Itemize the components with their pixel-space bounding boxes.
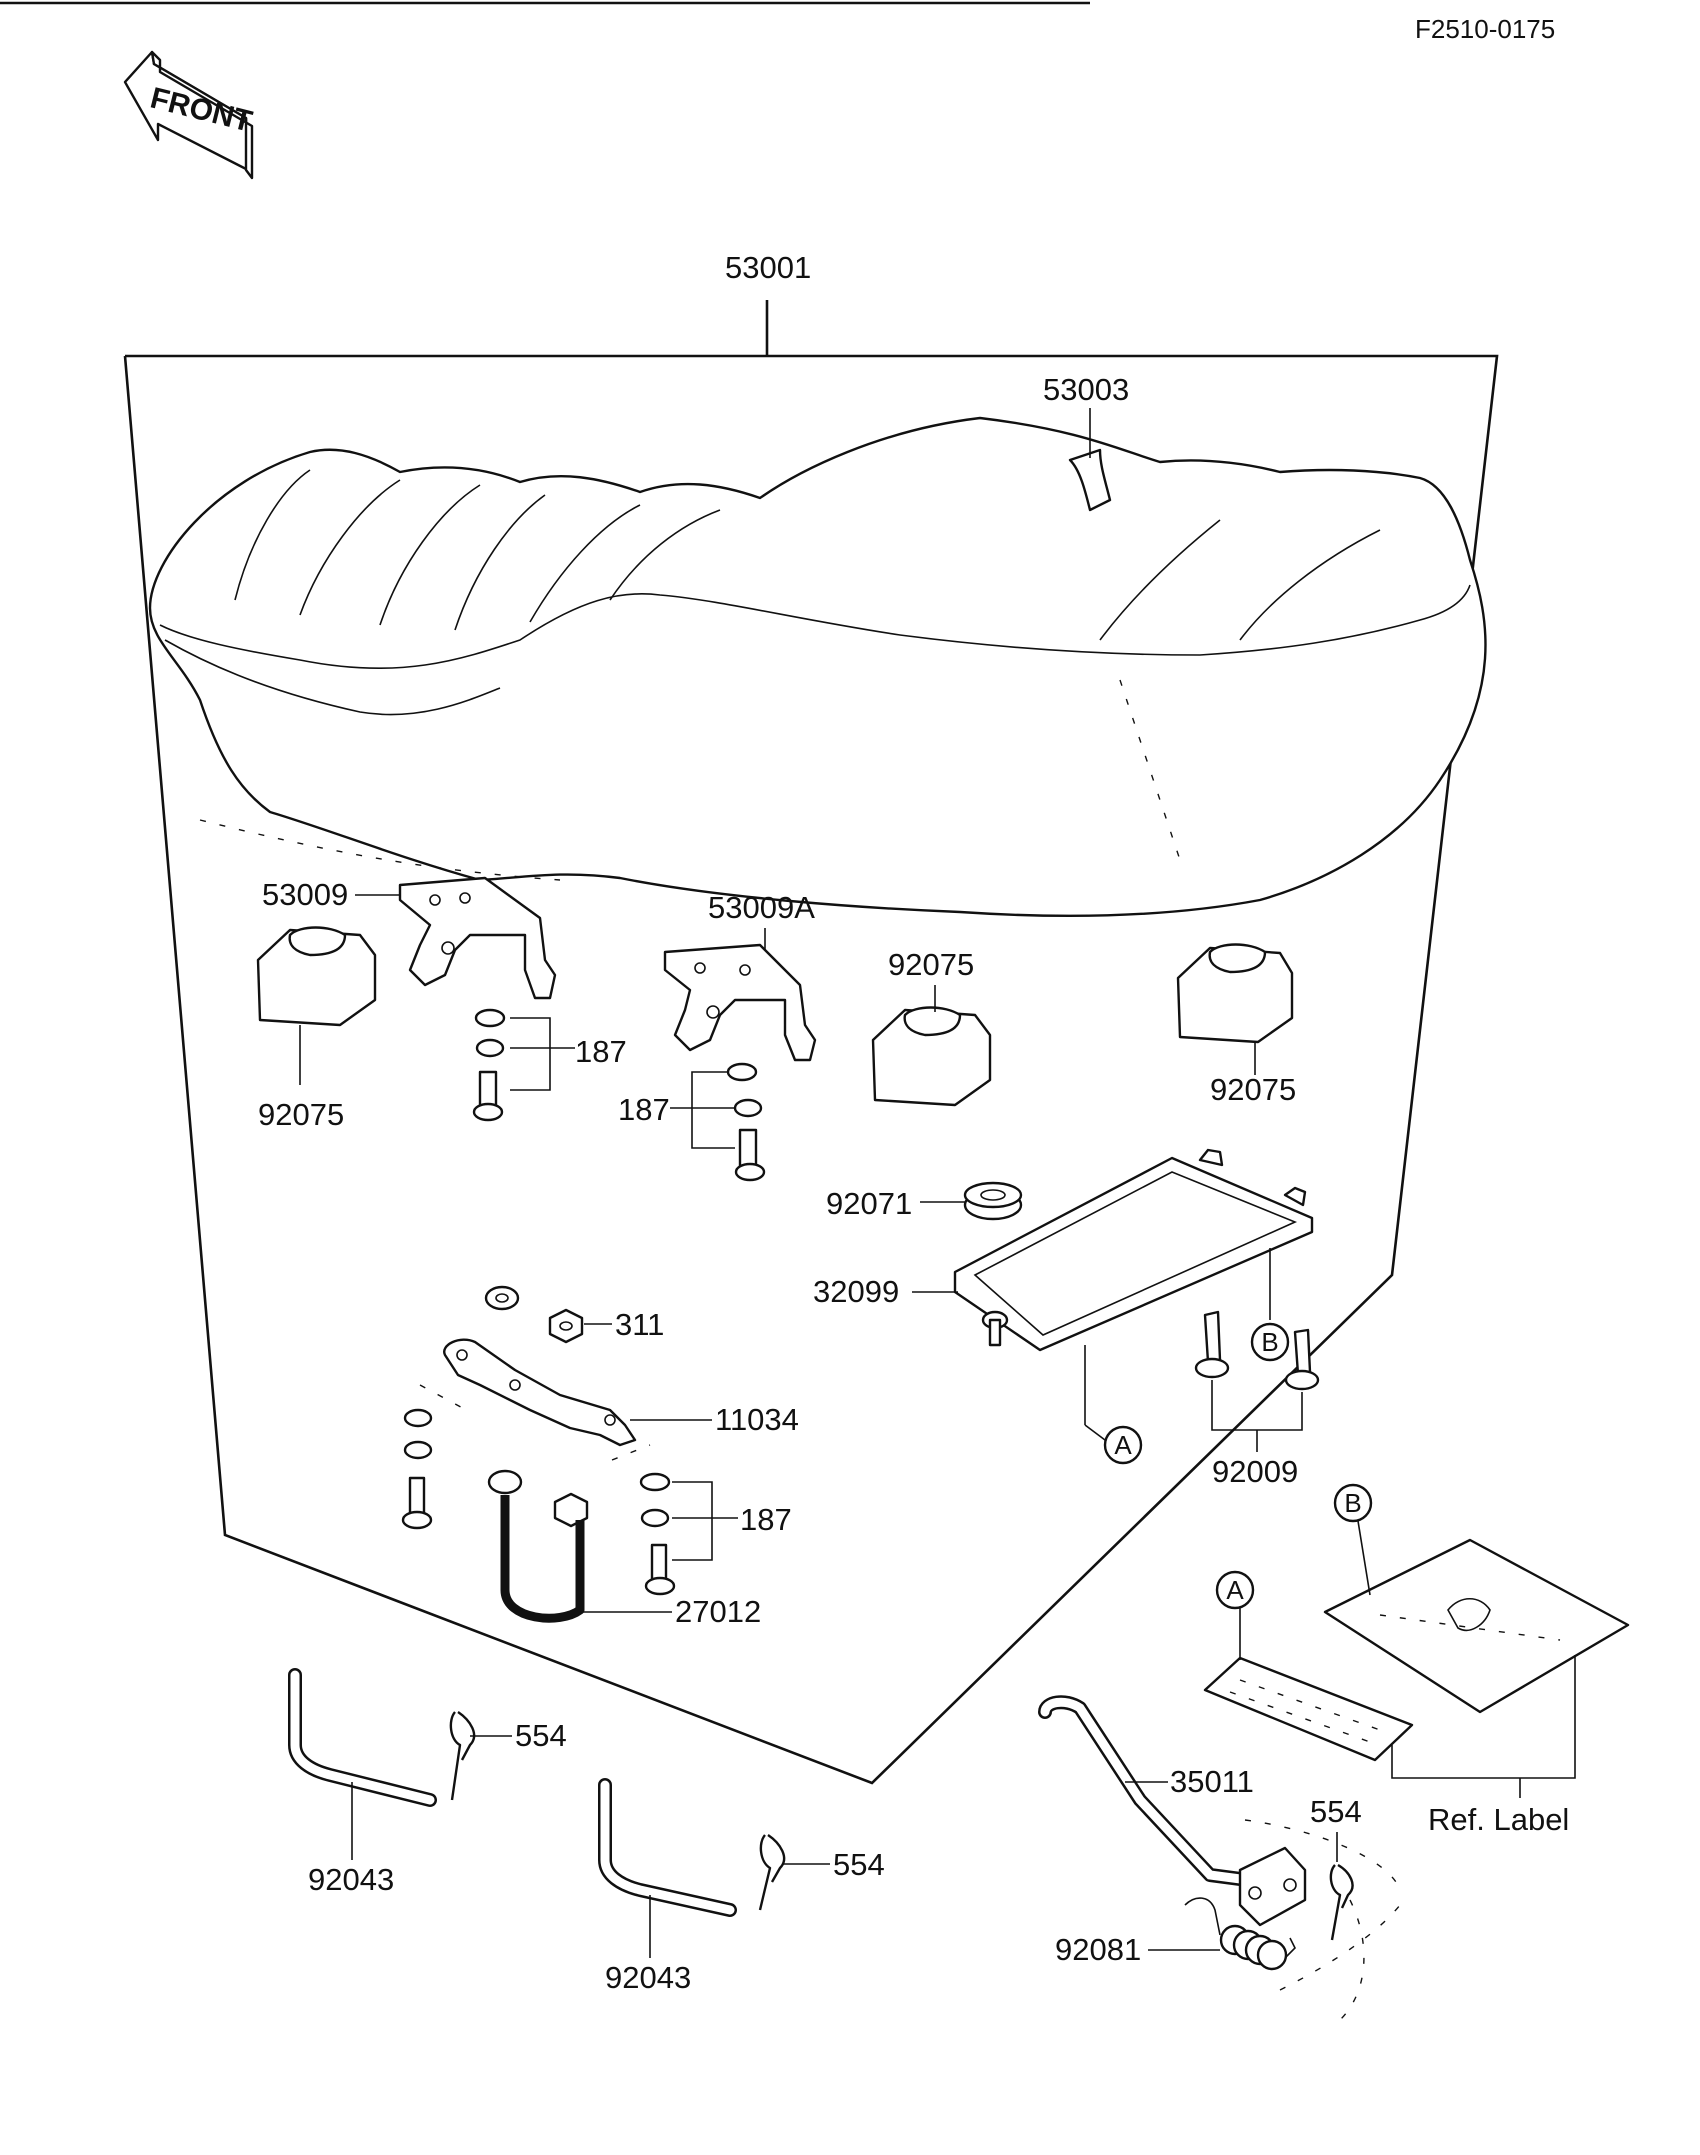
clip-right	[1329, 1863, 1354, 1941]
label-bracket-right: 53009A	[708, 890, 815, 925]
tray	[953, 1148, 1314, 1352]
label-nut: 311	[615, 1307, 664, 1342]
label-damper-right: 92075	[1210, 1072, 1296, 1107]
label-clip-1: 554	[515, 1718, 567, 1753]
label-spring: 92081	[1055, 1932, 1141, 1967]
label-u-bolt: 27012	[675, 1594, 761, 1629]
callout-b2-letter: B	[1344, 1488, 1361, 1518]
label-lever: 35011	[1170, 1764, 1254, 1799]
label-grommet: 92071	[826, 1186, 912, 1221]
assembly-outline	[123, 354, 1499, 1785]
clip-middle	[758, 1834, 786, 1911]
lever-inner	[1040, 1697, 1253, 1885]
u-bolt	[500, 1495, 585, 1623]
damper-middle	[871, 1006, 992, 1107]
drawing-code: F2510-0175	[1415, 14, 1555, 44]
bracket-187-left	[510, 1017, 551, 1091]
damper-right	[1176, 943, 1294, 1044]
bracket-187-lower	[672, 1481, 713, 1561]
label-washer-set-1: 187	[575, 1034, 627, 1069]
ref-label-b-sheet	[1323, 1538, 1630, 1714]
damper-left	[256, 926, 377, 1027]
label-clip-3: 554	[1310, 1794, 1362, 1829]
label-bolts: 92009	[1212, 1454, 1298, 1489]
bracket-187-mid	[691, 1071, 735, 1149]
label-seat: 53001	[725, 250, 811, 285]
bracket-ref-label	[1391, 1655, 1576, 1779]
pin-middle	[598, 1778, 737, 1917]
spring	[1184, 1897, 1296, 1971]
leader-b2	[1357, 1520, 1371, 1596]
callout-a1-letter: A	[1114, 1430, 1132, 1460]
label-damper-left: 92075	[258, 1097, 344, 1132]
ref-label-a-sheet	[1203, 1656, 1414, 1762]
label-clip-2: 554	[833, 1847, 885, 1882]
washer-set-lower	[639, 1472, 676, 1596]
label-plate: 11034	[715, 1402, 799, 1437]
bracket-left	[398, 876, 557, 1000]
hinge-block	[1238, 1846, 1307, 1927]
pin-middle-inner	[600, 1780, 735, 1915]
front-arrow-icon: FRONT	[123, 50, 255, 180]
seat	[148, 416, 1487, 917]
callout-b1-letter: B	[1261, 1327, 1278, 1357]
bracket-right	[663, 943, 817, 1062]
label-washer-set-3: 187	[740, 1502, 792, 1537]
leader-a1-end	[1084, 1424, 1106, 1441]
clip-left	[449, 1711, 476, 1801]
callout-a2: A	[1215, 1570, 1255, 1610]
grommet	[963, 1181, 1023, 1221]
plate-dash-2	[611, 1444, 651, 1461]
callout-a1: A	[1103, 1425, 1143, 1465]
plate	[443, 1338, 637, 1447]
callout-b2: B	[1333, 1483, 1373, 1523]
bracket-92009	[1211, 1380, 1303, 1431]
label-tray: 32099	[813, 1274, 899, 1309]
hinge-dash-1	[1244, 1819, 1401, 1891]
label-pin-2: 92043	[605, 1960, 691, 1995]
callout-b1: B	[1250, 1322, 1290, 1362]
washer-stack-plate	[401, 1408, 433, 1530]
label-damper-mid: 92075	[888, 947, 974, 982]
nuts	[484, 1285, 584, 1344]
plate-dash-1	[419, 1384, 471, 1413]
washer-set-middle	[726, 1062, 766, 1182]
label-seat-strap: 53003	[1043, 372, 1129, 407]
washer-set-left	[472, 1008, 506, 1122]
hinge-dash-3	[1339, 1899, 1365, 2021]
pin-left-inner	[290, 1670, 435, 1805]
u-bolt-nuts	[487, 1469, 589, 1528]
bolts-pair	[1194, 1310, 1320, 1391]
label-washer-set-2: 187	[618, 1092, 670, 1127]
label-pin-1: 92043	[308, 1862, 394, 1897]
label-ref-label: Ref. Label	[1428, 1802, 1569, 1837]
callout-a2-letter: A	[1226, 1575, 1244, 1605]
label-bracket-left: 53009	[262, 877, 348, 912]
hinge-dash-2	[1279, 1904, 1401, 1991]
